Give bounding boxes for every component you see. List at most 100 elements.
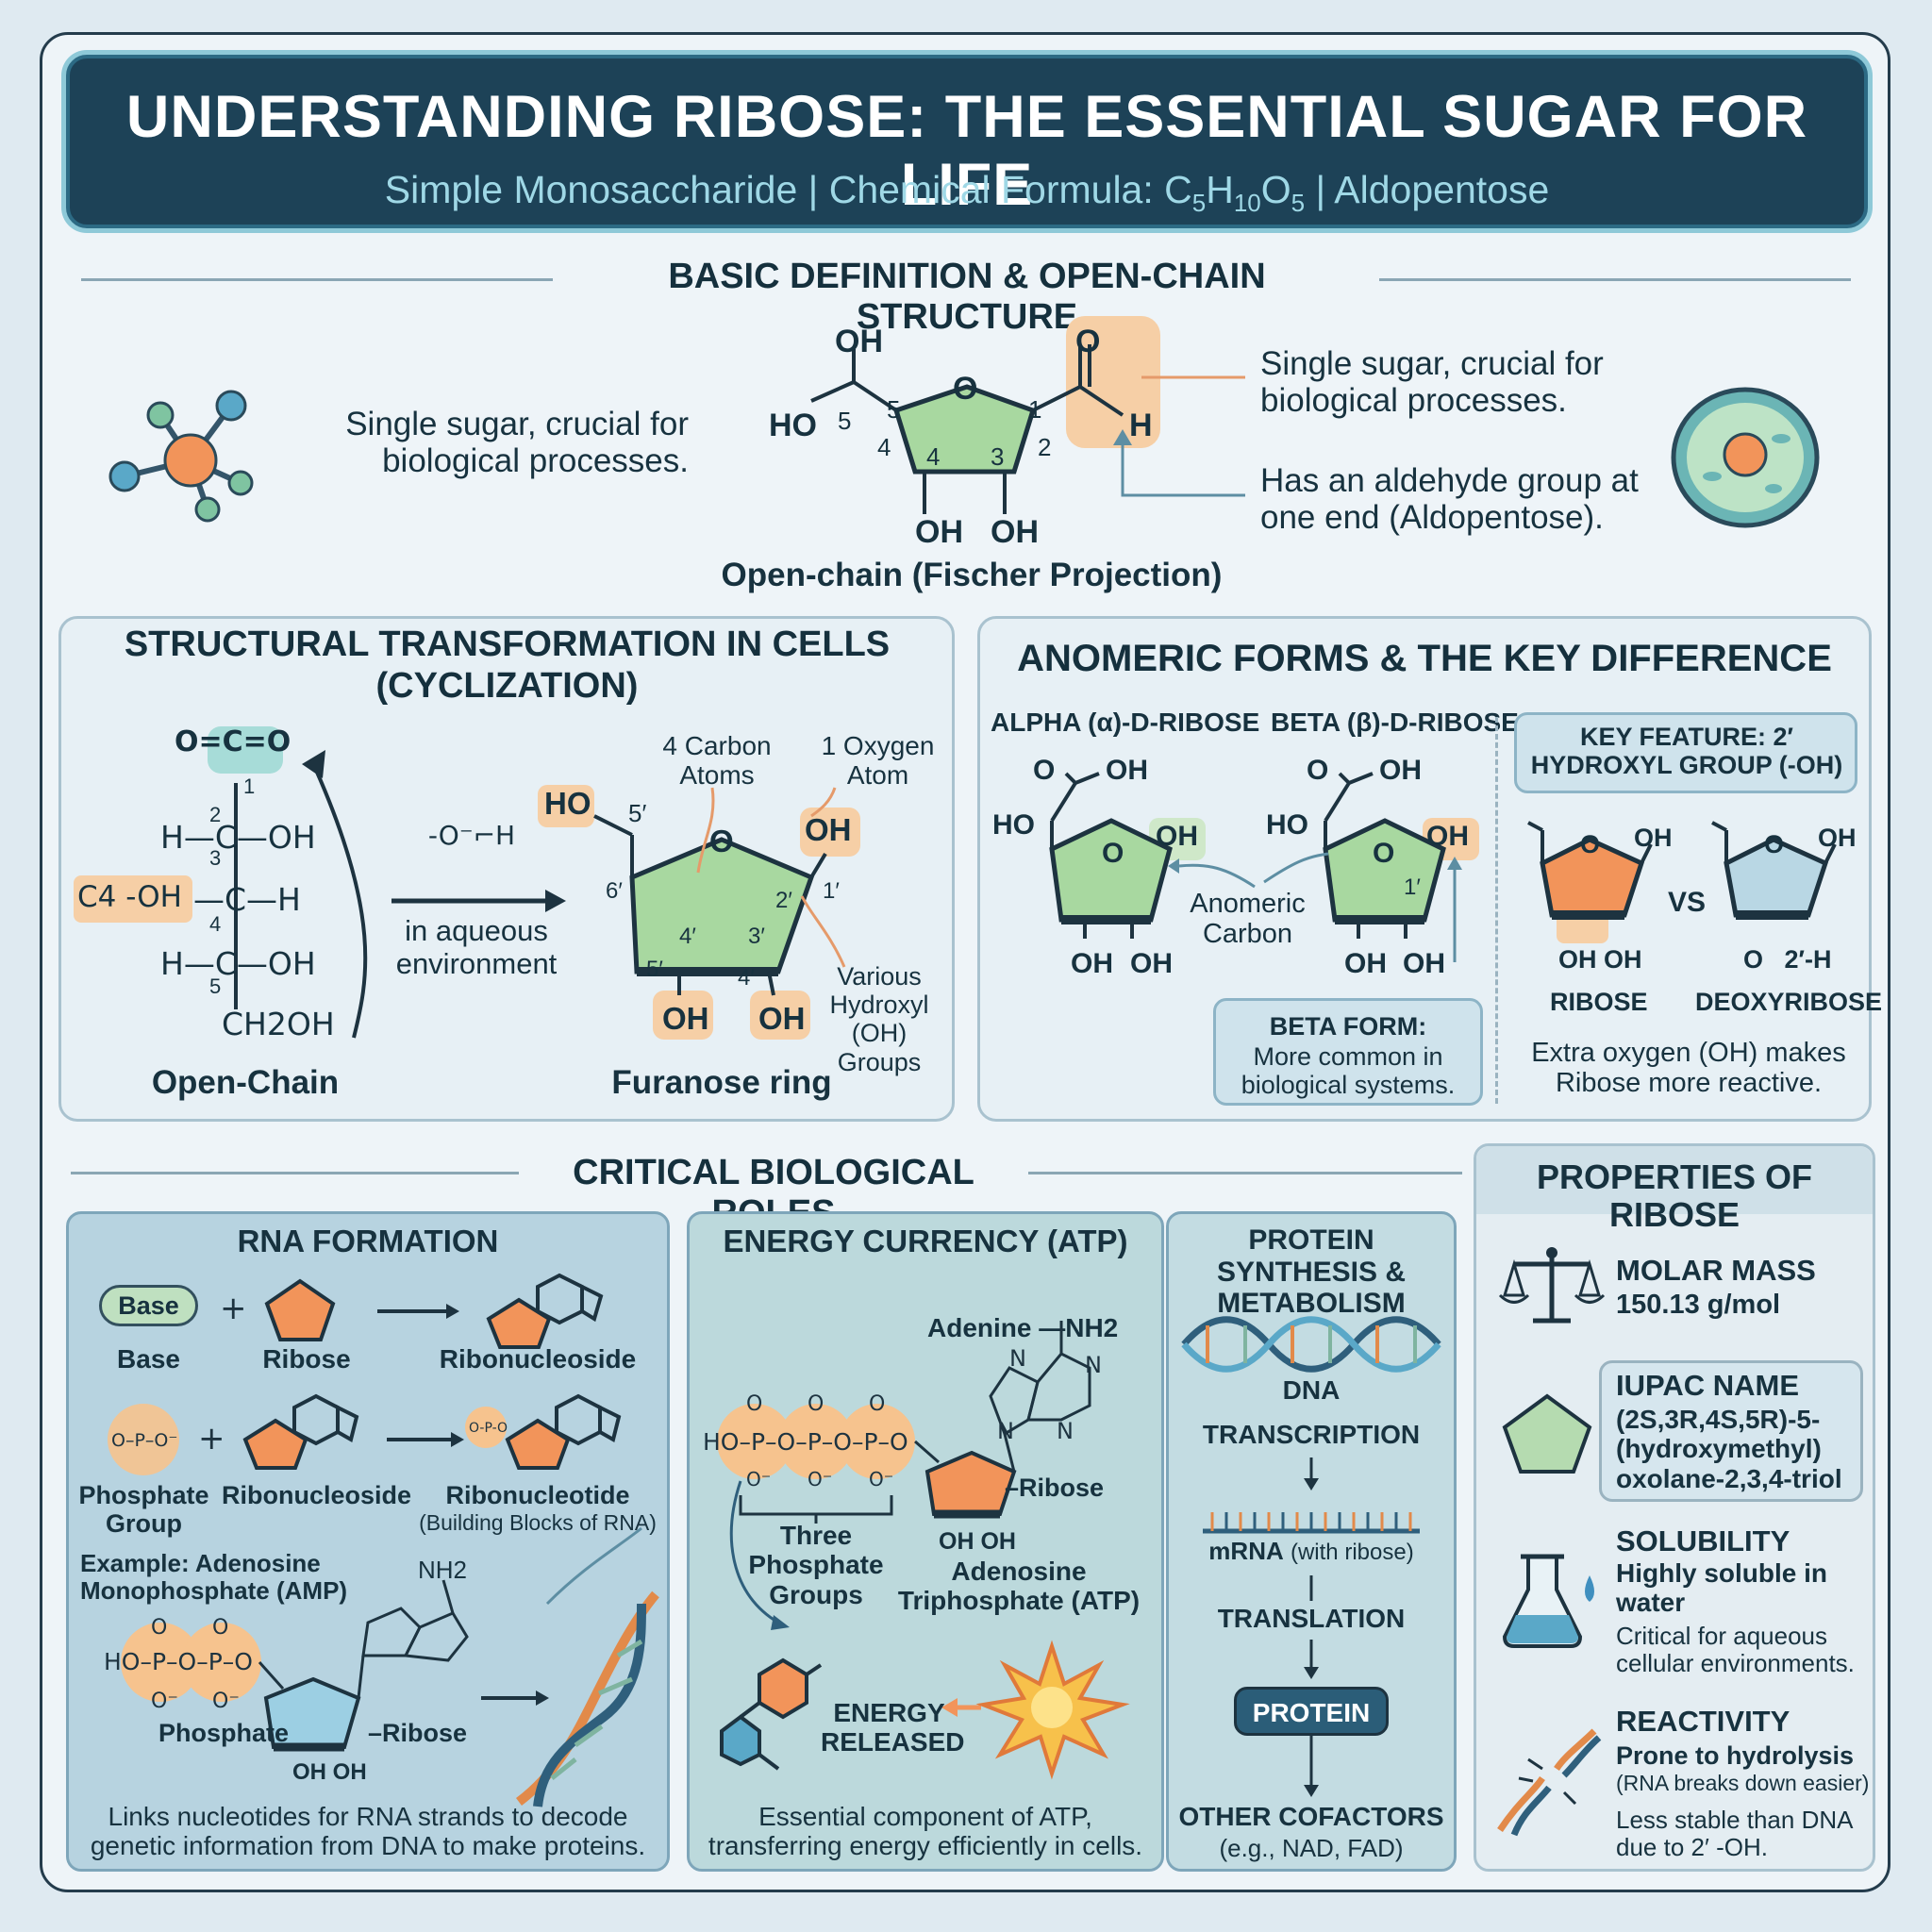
svg-text:+: +	[198, 1420, 225, 1457]
translation-label: TRANSLATION	[1217, 1604, 1406, 1633]
anomer-label: OH	[1130, 948, 1173, 979]
svg-text:O: O	[869, 1392, 885, 1416]
heading-line: STRUCTURAL TRANSFORMATION IN CELLS	[124, 625, 891, 664]
rna-row2-graphics: O–P–O⁻ + O-P-O	[108, 1393, 622, 1475]
mol-label: OH	[1818, 824, 1857, 852]
transcription-label: TRANSCRIPTION	[1202, 1420, 1421, 1449]
chain-num: 2	[209, 803, 222, 826]
solubility-title: SOLUBILITY	[1616, 1524, 1790, 1557]
beta-label: BETA (β)-D-RIBOSE	[1271, 708, 1519, 737]
ribonucleoside-label: Ribonucleoside	[439, 1344, 637, 1374]
properties-heading: PROPERTIES OF RIBOSE	[1536, 1158, 1813, 1235]
label: 1	[1028, 395, 1042, 424]
cofactors-note: (e.g., NAD, FAD)	[1219, 1834, 1404, 1862]
molecule-icon	[108, 390, 254, 523]
svg-text:O: O	[746, 1392, 762, 1416]
chain-row: H—C—OH	[160, 945, 316, 982]
mol-label: O	[1580, 830, 1601, 858]
label: O	[953, 371, 978, 407]
dna-label: DNA	[1282, 1375, 1341, 1405]
chain-num: 5	[209, 974, 222, 998]
properties-header-bg	[1476, 1146, 1873, 1214]
atp-title: ENERGY CURRENCY (ATP)	[723, 1224, 1128, 1258]
c4-highlight	[74, 875, 192, 923]
key-feature-label: KEY FEATURE: 2′ HYDROXYL GROUP (-OH)	[1530, 723, 1843, 780]
co2-group: O=C=O	[175, 725, 291, 758]
base-label: Base	[117, 1344, 180, 1374]
svg-text:O⁻: O⁻	[212, 1690, 240, 1713]
oxygen-note: 1 Oxygen Atom	[821, 731, 935, 791]
anomer-label: OH	[1071, 948, 1113, 979]
atp-oh: OH OH	[939, 1528, 1016, 1555]
heading-line: (CYCLIZATION)	[375, 665, 639, 706]
molar-value: 150.13 g/mol	[1616, 1290, 1781, 1320]
deoxy-subs: O 2′-H	[1743, 945, 1832, 974]
furanose-label: Furanose ring	[611, 1064, 832, 1101]
rna-row1-graphics: +	[220, 1273, 604, 1349]
ribose-label: RIBOSE	[1550, 988, 1648, 1016]
page-title: UNDERSTANDING RIBOSE: THE ESSENTIAL SUGA…	[125, 84, 1808, 218]
anomer-label: 1′	[1404, 874, 1421, 900]
svg-text:O⁻: O⁻	[808, 1468, 832, 1491]
svg-text:O-P-O: O-P-O	[469, 1421, 508, 1436]
anomeric-carbon-label: Anomeric Carbon	[1190, 889, 1306, 950]
ribose-bond-label: –Ribose	[368, 1719, 468, 1747]
beta-form-callout: BETA FORM: More common in biological sys…	[1213, 998, 1483, 1106]
iupac-box	[1599, 1360, 1863, 1502]
rna-title: RNA FORMATION	[237, 1224, 499, 1258]
callout-lines	[1113, 375, 1245, 497]
cell-icon	[1671, 387, 1820, 528]
iupac-title: IUPAC NAME	[1616, 1369, 1800, 1402]
ribose-vs-deoxyribose	[1527, 821, 1837, 943]
furanose-ring	[538, 785, 860, 1040]
hydroxyl-note: Various Hydroxyl (OH) Groups	[829, 962, 929, 1076]
energy-graphics	[720, 1640, 1130, 1780]
svg-text:O⁻: O⁻	[869, 1468, 893, 1491]
svg-text:O⁻: O⁻	[746, 1468, 771, 1491]
ring-label: 5′	[646, 957, 663, 982]
label: HO	[769, 408, 817, 443]
anomer-label: O	[1033, 755, 1056, 786]
ring-label: OH	[662, 1001, 709, 1036]
protein-badge: PROTEIN	[1234, 1687, 1389, 1736]
anomeric-heading: ANOMERIC FORMS & THE KEY DIFFERENCE	[1017, 638, 1832, 679]
svg-text:N: N	[1085, 1352, 1102, 1378]
label: 4	[877, 433, 891, 461]
ring-label: 3′	[748, 924, 765, 949]
svg-text:N: N	[1009, 1345, 1026, 1372]
small-molecule: -O⁻⌐H	[427, 820, 516, 851]
ring-label: HO	[544, 786, 591, 821]
page-subtitle: Simple Monosaccharide | Chemical Formula…	[384, 168, 1550, 218]
ring-label: 2′	[775, 888, 792, 913]
ribose-label: Ribose	[262, 1344, 351, 1374]
pentagon-icon	[1502, 1393, 1592, 1474]
basic-right-text-2: Has an aldehyde group at one end (Aldope…	[1260, 462, 1639, 537]
svg-text:HO–P–O–P–O–P–O: HO–P–O–P–O–P–O	[703, 1428, 908, 1456]
dna-icon	[515, 1591, 659, 1807]
scale-icon	[1498, 1247, 1606, 1324]
ribose-subs: OH OH	[1558, 945, 1642, 974]
label: O	[1075, 324, 1101, 359]
reactivity-title: REACTIVITY	[1616, 1705, 1790, 1738]
separator	[1495, 717, 1498, 1104]
beta-note-body: More common in biological systems.	[1241, 1042, 1456, 1100]
divider	[81, 278, 553, 281]
reaction-arrow	[391, 890, 566, 912]
anomer-label: O	[1102, 838, 1124, 869]
label: H	[1129, 408, 1153, 443]
divider	[1379, 278, 1851, 281]
label: 5	[887, 395, 901, 424]
protein-label: PROTEIN	[1252, 1698, 1371, 1727]
phosphate-label: Phosphate	[158, 1719, 290, 1747]
deoxyribose-label: DEOXYRIBOSE	[1695, 988, 1883, 1016]
ring-label: OH	[758, 1001, 806, 1036]
open-chain-label: Open-Chain	[151, 1064, 340, 1101]
chain-row: CH2OH	[222, 1006, 335, 1042]
svg-text:O–P–O⁻: O–P–O⁻	[111, 1430, 177, 1451]
mrna-label: mRNA (with ribose)	[1170, 1537, 1453, 1566]
label: 5	[838, 407, 852, 435]
c4-label: C4 -OH	[77, 880, 182, 914]
note-pointers	[696, 787, 846, 968]
adenine-label: Adenine —NH2	[927, 1313, 1119, 1342]
dna-helix-icon	[1181, 1316, 1441, 1373]
